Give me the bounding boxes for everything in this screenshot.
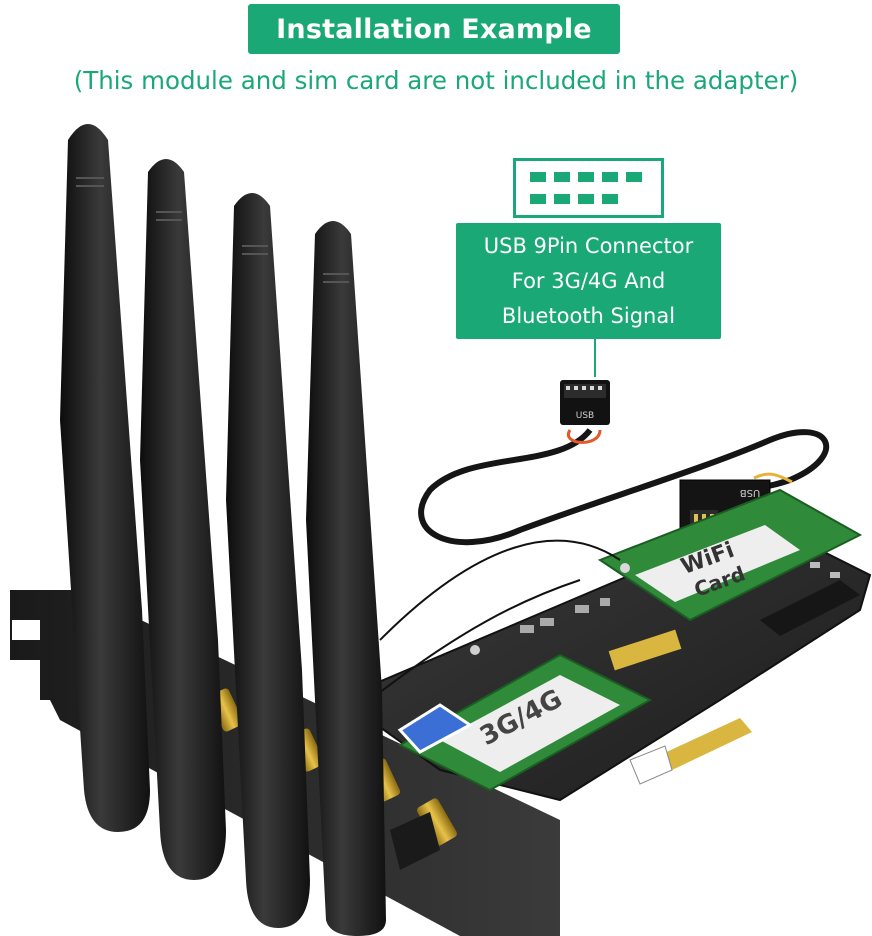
antenna-4 bbox=[306, 221, 386, 936]
usb-header-label: USB bbox=[740, 487, 761, 498]
usb-cable bbox=[418, 428, 830, 546]
antenna-2 bbox=[140, 159, 226, 880]
connector-callout: USB 9Pin Connector For 3G/4G And Bluetoo… bbox=[456, 223, 721, 339]
pcie-gold-fingers bbox=[660, 718, 752, 770]
page-title: Installation Example bbox=[276, 13, 592, 45]
title-badge: Installation Example bbox=[248, 4, 620, 54]
callout-leader-line bbox=[594, 339, 596, 377]
callout-line-2: For 3G/4G And bbox=[511, 268, 666, 293]
usb-9pin-connector-icon bbox=[513, 158, 664, 218]
antenna-1 bbox=[60, 124, 150, 832]
page-subtitle: (This module and sim card are not includ… bbox=[73, 66, 799, 95]
cellular-module: 3G/4G bbox=[397, 645, 653, 792]
callout-line-3: Bluetooth Signal bbox=[501, 303, 676, 328]
wifi-card-module: WiFi Card bbox=[597, 488, 863, 636]
sma-connector-4 bbox=[417, 798, 457, 846]
cable-plug-label: USB bbox=[576, 411, 594, 421]
antenna-3 bbox=[226, 193, 310, 928]
callout-line-1: USB 9Pin Connector bbox=[483, 233, 694, 258]
usb-cable-plug: USB bbox=[560, 380, 610, 425]
